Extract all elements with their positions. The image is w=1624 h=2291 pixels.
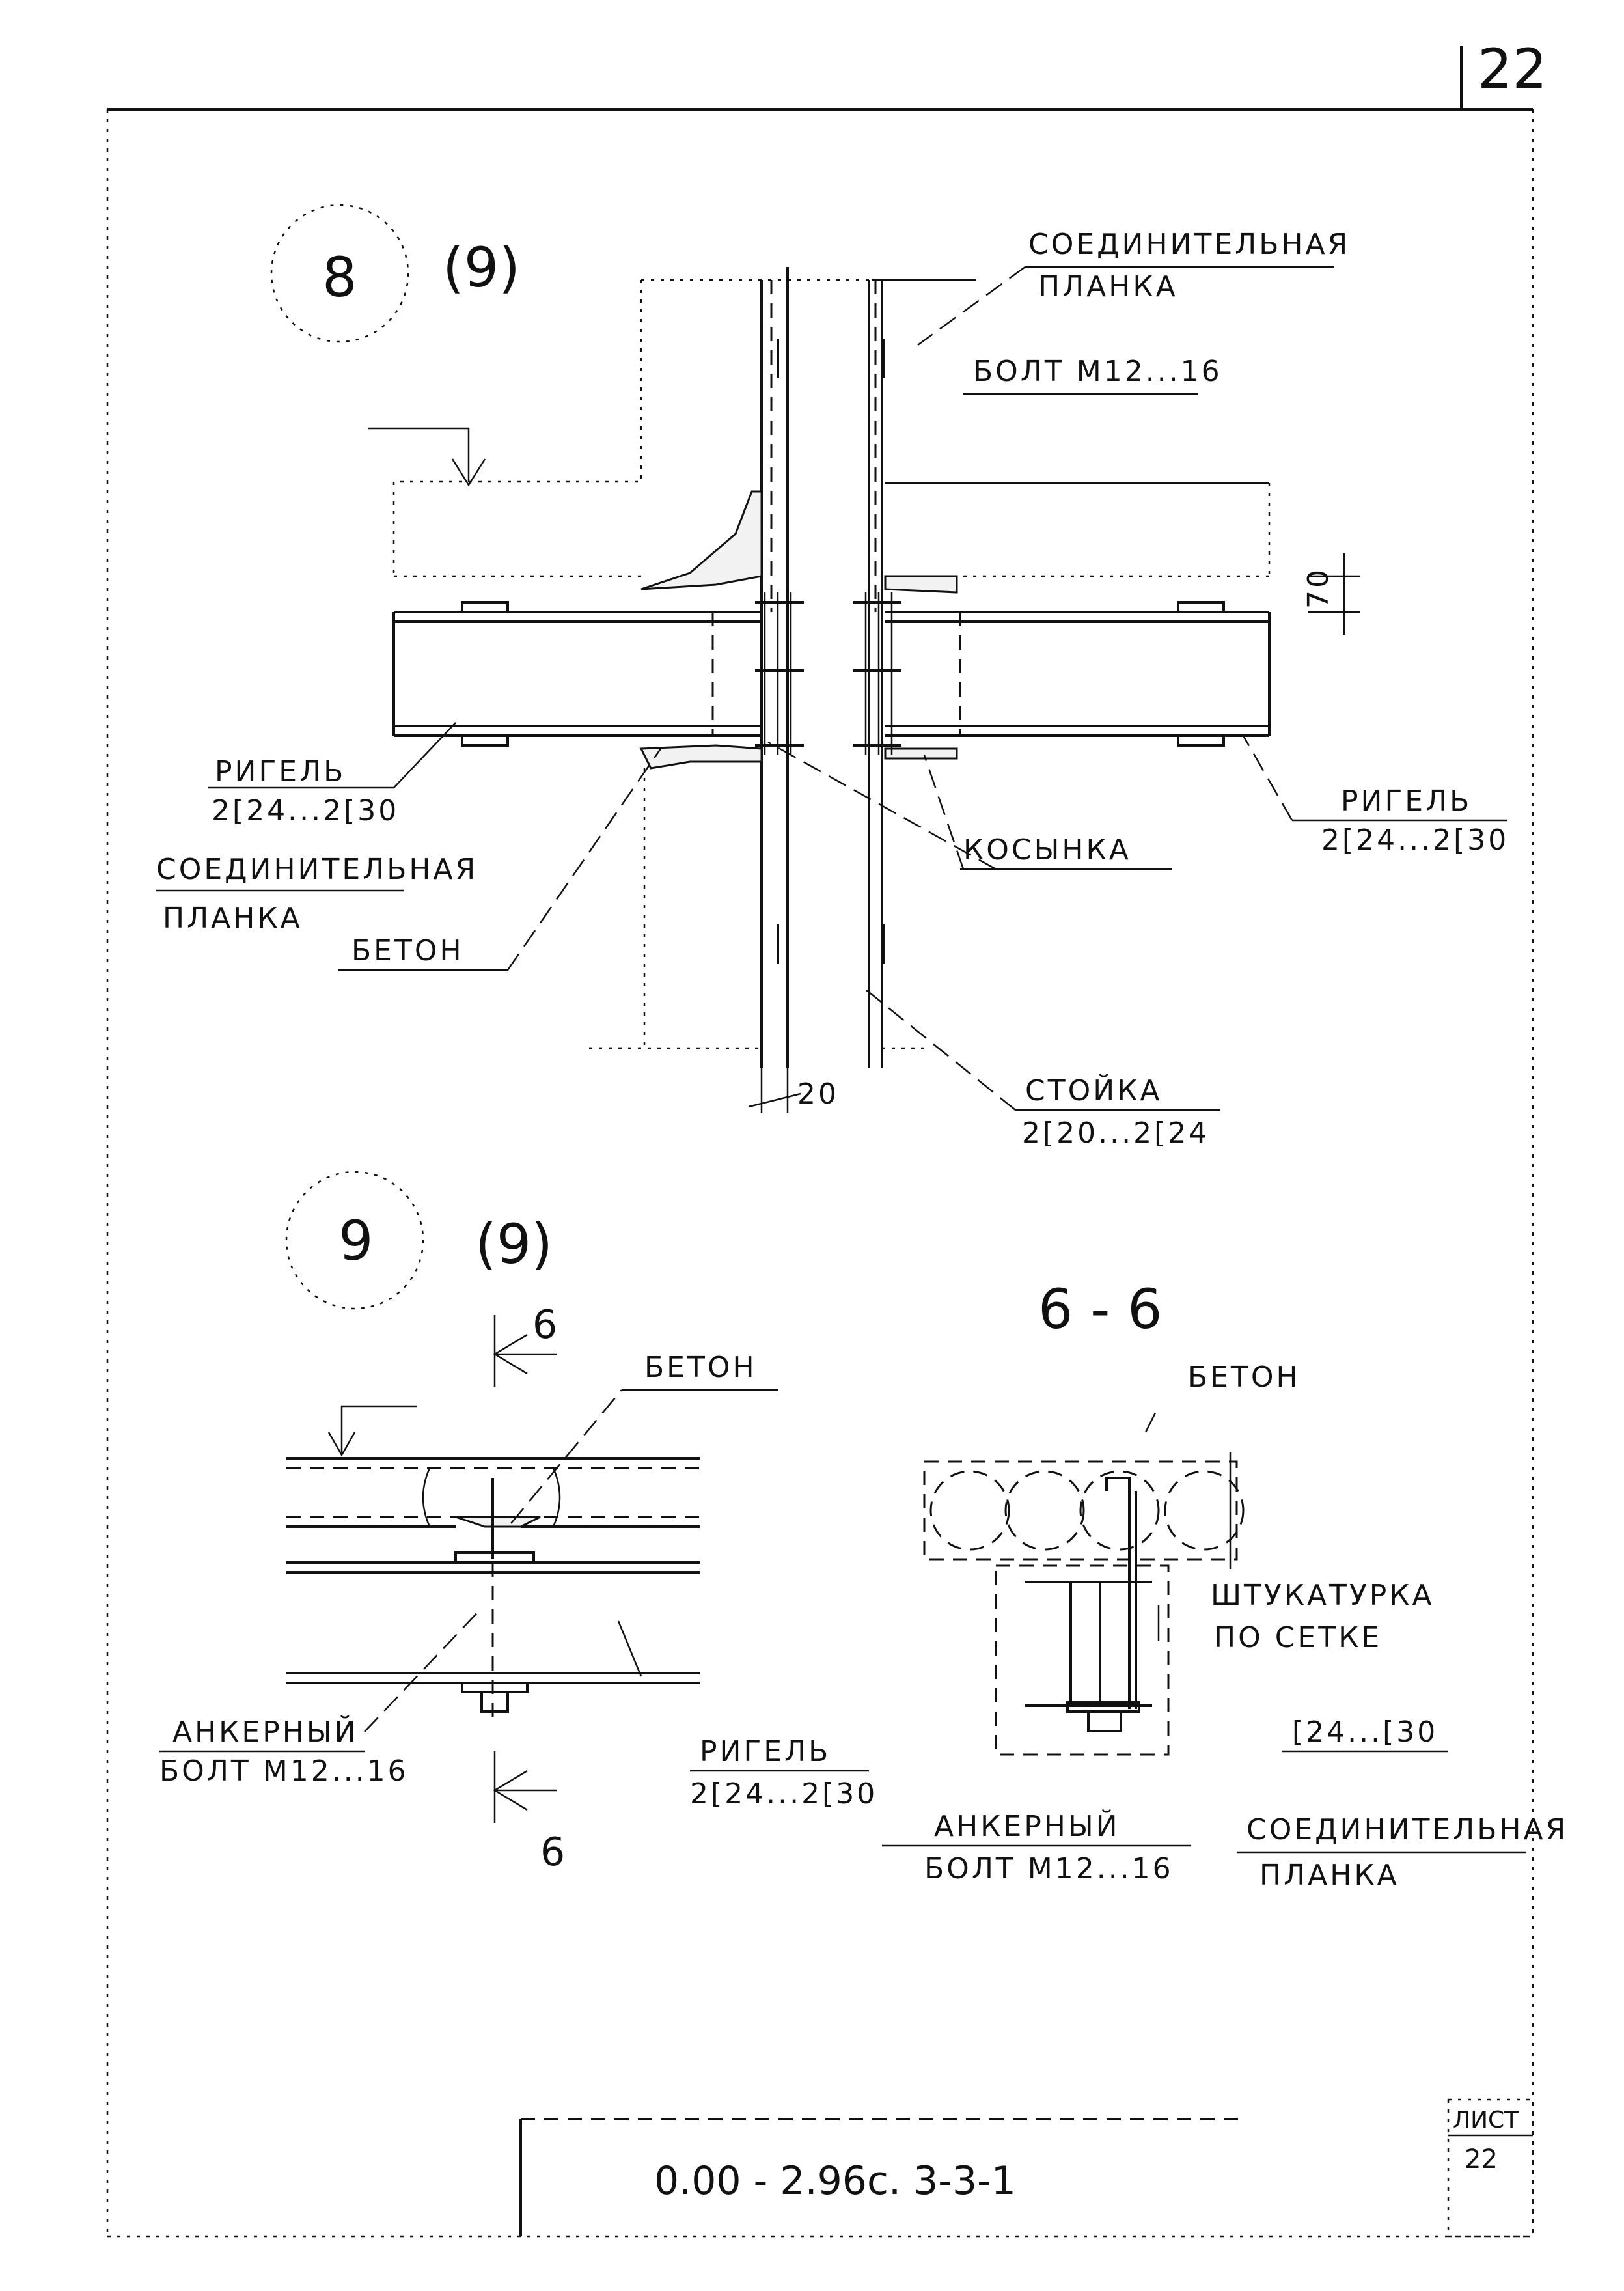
label-concrete-section: БЕТОН: [1188, 1361, 1301, 1394]
label-girder-right-2: 2[24...2[30: [1321, 824, 1509, 857]
label-connecting-plate-left-2: ПЛАНКА: [163, 902, 303, 935]
bolt-group-left: [755, 592, 804, 755]
label-anchor-bolt-9-2: БОЛТ М12...16: [159, 1755, 409, 1788]
bolt-group-right: [853, 592, 901, 755]
sheet-frame: [106, 46, 1534, 2238]
label-connecting-plate-top-2: ПЛАНКА: [1038, 270, 1178, 303]
label-post-1: СТОЙКА: [1025, 1073, 1162, 1107]
label-girder-9-1: РИГЕЛЬ: [700, 1735, 831, 1768]
title-block: 0.00 - 2.96c. 3-3-1 ЛИСТ 22: [519, 2098, 1534, 2238]
section-6-6: 6 - 6 БЕТОН ШТУКАТУРКА ПО СЕТКЕ [24...[3…: [882, 1277, 1568, 1892]
label-connecting-plate-section-1: СОЕДИНИТЕЛЬНАЯ: [1246, 1813, 1568, 1846]
list-number: 22: [1465, 2145, 1498, 2174]
section-mark-bottom: 6: [540, 1829, 565, 1875]
document-code: 0.00 - 2.96c. 3-3-1: [654, 2158, 1016, 2204]
label-connecting-plate-top-1: СОЕДИНИТЕЛЬНАЯ: [1028, 228, 1350, 261]
page-number: 22: [1478, 37, 1547, 101]
label-gusset: КОСЫНКА: [963, 833, 1131, 867]
label-anchor-bolt-9-1: АНКЕРНЫЙ: [172, 1714, 359, 1749]
label-plaster-1: ШТУКАТУРКА: [1211, 1579, 1435, 1612]
label-girder-left-1: РИГЕЛЬ: [215, 755, 346, 788]
label-anchor-bolt-section-1: АНКЕРНЫЙ: [934, 1809, 1120, 1843]
label-girder-right-1: РИГЕЛЬ: [1341, 784, 1472, 818]
label-post-2: 2[20...2[24: [1022, 1117, 1209, 1150]
dim-70: 70: [1302, 567, 1335, 609]
detail-8: 8 (9): [156, 204, 1509, 1150]
list-label: ЛИСТ: [1453, 2107, 1519, 2133]
label-anchor-bolt-section-2: БОЛТ М12...16: [924, 1852, 1174, 1885]
label-girder-9-2: 2[24...2[30: [690, 1777, 877, 1811]
detail-9-number: 9: [338, 1209, 373, 1273]
dim-20: 20: [797, 1077, 839, 1111]
detail-8-sheet-ref: (9): [443, 236, 520, 299]
label-bolt: БОЛТ М12...16: [973, 355, 1222, 388]
detail-9-sheet-ref: (9): [475, 1212, 553, 1276]
detail-9: 9 (9) 6 6: [159, 1171, 877, 1875]
detail-9-circle: [285, 1171, 424, 1310]
label-concrete-8: БЕТОН: [351, 934, 464, 967]
label-plaster-2: ПО СЕТКЕ: [1214, 1621, 1382, 1654]
section-title: 6 - 6: [1038, 1277, 1163, 1341]
label-channel: [24...[30: [1292, 1715, 1438, 1749]
section-mark-top: 6: [532, 1302, 557, 1348]
label-connecting-plate-section-2: ПЛАНКА: [1259, 1859, 1399, 1892]
label-concrete-9: БЕТОН: [644, 1351, 757, 1384]
label-girder-left-2: 2[24...2[30: [212, 794, 399, 827]
detail-8-number: 8: [322, 245, 357, 309]
detail-8-circle: [270, 204, 409, 343]
label-connecting-plate-left-1: СОЕДИНИТЕЛЬНАЯ: [156, 853, 478, 886]
